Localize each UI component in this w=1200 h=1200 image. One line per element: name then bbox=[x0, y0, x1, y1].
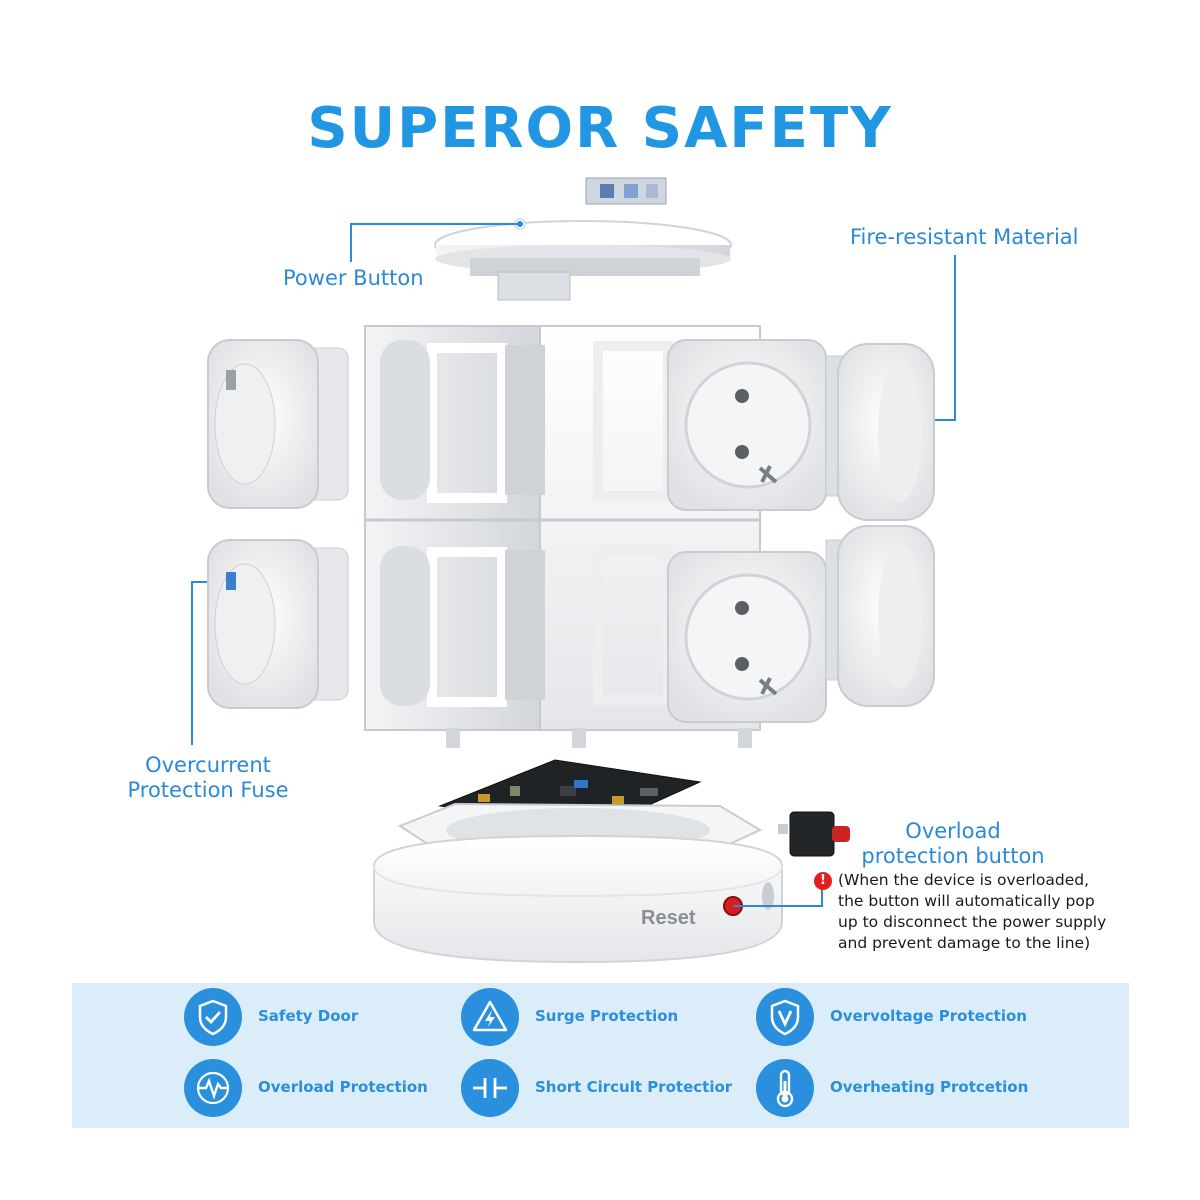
overload-note-line1: (When the device is overloaded, bbox=[838, 871, 1089, 889]
right-socket-top bbox=[825, 343, 935, 521]
feature-label: Surge Protection bbox=[535, 1007, 679, 1025]
left-socket-top bbox=[207, 339, 349, 509]
overload-callout-line1: Overload bbox=[905, 819, 1001, 843]
overload-callout: Overload protection button bbox=[850, 819, 1056, 869]
front-socket-bottom bbox=[667, 551, 827, 723]
feature-label: Safety Door bbox=[258, 1007, 359, 1025]
fuse-callout: Overcurrent Protection Fuse bbox=[118, 753, 298, 803]
overload-callout-line2: protection button bbox=[861, 844, 1045, 868]
features-panel: Safety Door Surge Protection Overvoltage… bbox=[72, 983, 1129, 1128]
feature-label: Overload Protection bbox=[258, 1078, 428, 1096]
overload-note: (When the device is overloaded, the butt… bbox=[838, 870, 1138, 954]
warning-icon: ! bbox=[814, 872, 832, 890]
thermometer-icon bbox=[756, 1059, 814, 1117]
right-socket-bottom bbox=[825, 525, 935, 707]
circuit-break-icon bbox=[461, 1059, 519, 1117]
pulse-wave-icon bbox=[184, 1059, 242, 1117]
power-button-leader-line bbox=[350, 223, 520, 262]
overload-note-line2: the button will automatically pop bbox=[838, 892, 1095, 910]
overload-leader-line bbox=[733, 885, 823, 907]
fuse-callout-line1: Overcurrent bbox=[145, 753, 271, 777]
top-cap bbox=[434, 218, 732, 301]
power-button-callout: Power Button bbox=[283, 266, 424, 290]
fuse-callout-line2: Protection Fuse bbox=[127, 778, 289, 802]
feature-label: Overheating Protcetion bbox=[830, 1078, 1029, 1096]
feature-label: Short Circult Protectior bbox=[535, 1078, 733, 1096]
base-unit bbox=[373, 802, 783, 964]
feature-label: Overvoltage Protection bbox=[830, 1007, 1027, 1025]
left-socket-bottom bbox=[207, 539, 349, 709]
top-plug-part bbox=[585, 177, 667, 205]
front-socket-top bbox=[667, 339, 827, 511]
shield-check-icon bbox=[184, 988, 242, 1046]
overload-note-line4: and prevent damage to the line) bbox=[838, 934, 1091, 952]
overload-protection-button-component bbox=[778, 811, 850, 857]
page-title: SUPEROR SAFETY bbox=[307, 96, 893, 161]
shield-v-icon bbox=[756, 988, 814, 1046]
fire-resistant-callout: Fire-resistant Material bbox=[850, 225, 1079, 249]
lightning-triangle-icon bbox=[461, 988, 519, 1046]
power-strip-exploded-illustration: Reset bbox=[191, 177, 956, 964]
overload-note-line3: up to disconnect the power supply bbox=[838, 913, 1107, 931]
reset-label: Reset bbox=[641, 907, 696, 929]
